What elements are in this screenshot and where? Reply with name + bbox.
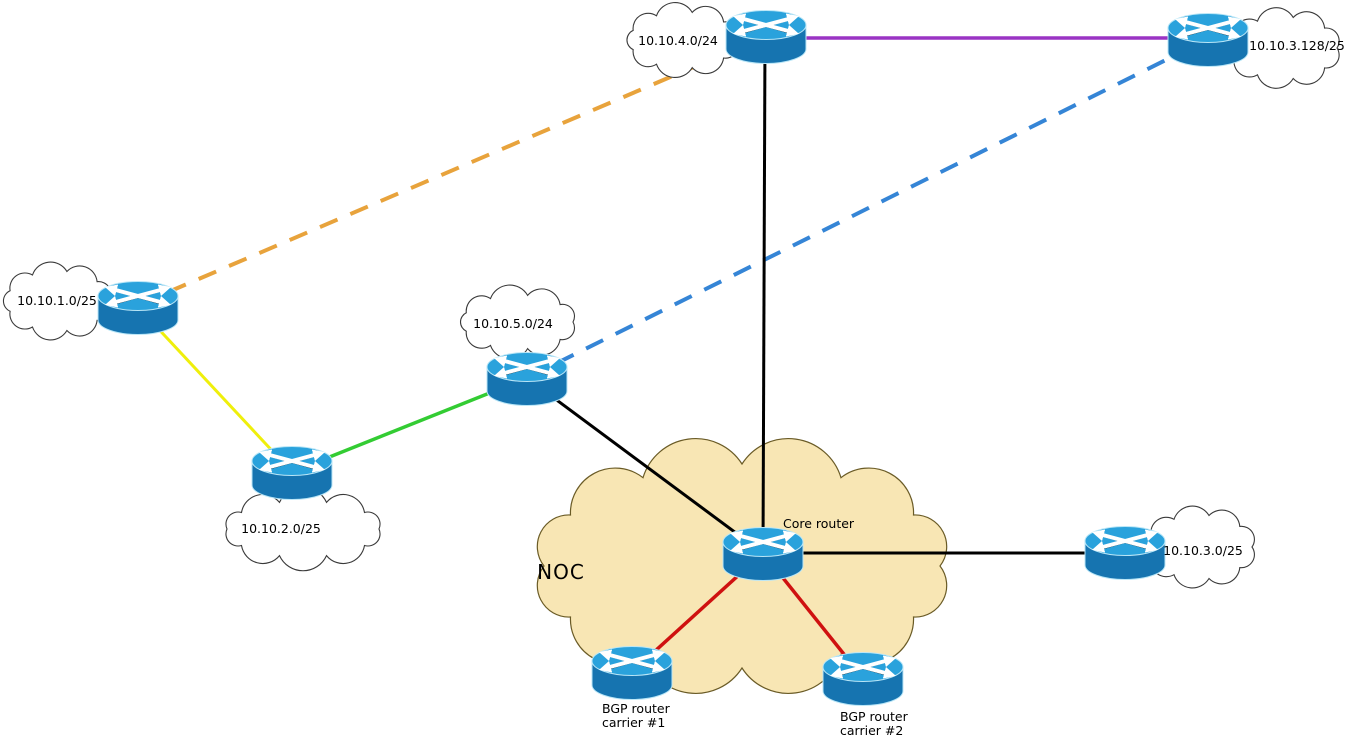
router-net3128[interactable] (1168, 14, 1248, 67)
network-clouds (2, 1, 1340, 589)
label-net-10-10-4-0: 10.10.4.0/24 (638, 33, 718, 48)
label-bgp-router-1: BGP router carrier #1 (602, 702, 670, 730)
router-net2[interactable] (252, 447, 332, 500)
link-net4-to-core-black[interactable] (761, 35, 767, 554)
label-noc: NOC (537, 560, 585, 584)
label-net-10-10-2-0: 10.10.2.0/25 (241, 521, 321, 536)
cloud-10-10-4-0[interactable] (626, 1, 739, 79)
router-net3[interactable] (1085, 527, 1165, 580)
router-bgp2[interactable] (823, 653, 903, 706)
link-net1-to-net2-yellow[interactable] (136, 305, 294, 474)
link-net5-to-net3128-blue-dashed[interactable] (526, 37, 1209, 380)
router-net1[interactable] (98, 282, 178, 335)
label-net-10-10-3-128: 10.10.3.128/25 (1249, 38, 1345, 53)
router-net4[interactable] (726, 11, 806, 64)
link-net1-to-net4-orange-dashed[interactable] (137, 34, 767, 307)
label-bgp-router-2: BGP router carrier #2 (840, 710, 908, 738)
label-core-router: Core router (783, 516, 855, 531)
cloud-10-10-1-0[interactable] (2, 261, 112, 341)
label-net-10-10-3-0: 10.10.3.0/25 (1163, 543, 1243, 558)
router-core[interactable] (723, 528, 803, 581)
link-net5-to-core-black[interactable] (526, 376, 764, 555)
label-bgp2-line1: BGP router (840, 709, 908, 724)
cloud-10-10-2-0[interactable] (225, 486, 381, 572)
label-net-10-10-5-0: 10.10.5.0/24 (473, 316, 553, 331)
label-bgp2-line2: carrier #2 (840, 723, 904, 738)
label-bgp1-line1: BGP router (602, 701, 670, 716)
label-net-10-10-1-0: 10.10.1.0/25 (17, 293, 97, 308)
label-bgp1-line2: carrier #1 (602, 715, 666, 730)
router-bgp1[interactable] (592, 647, 672, 700)
router-net5[interactable] (487, 353, 567, 406)
